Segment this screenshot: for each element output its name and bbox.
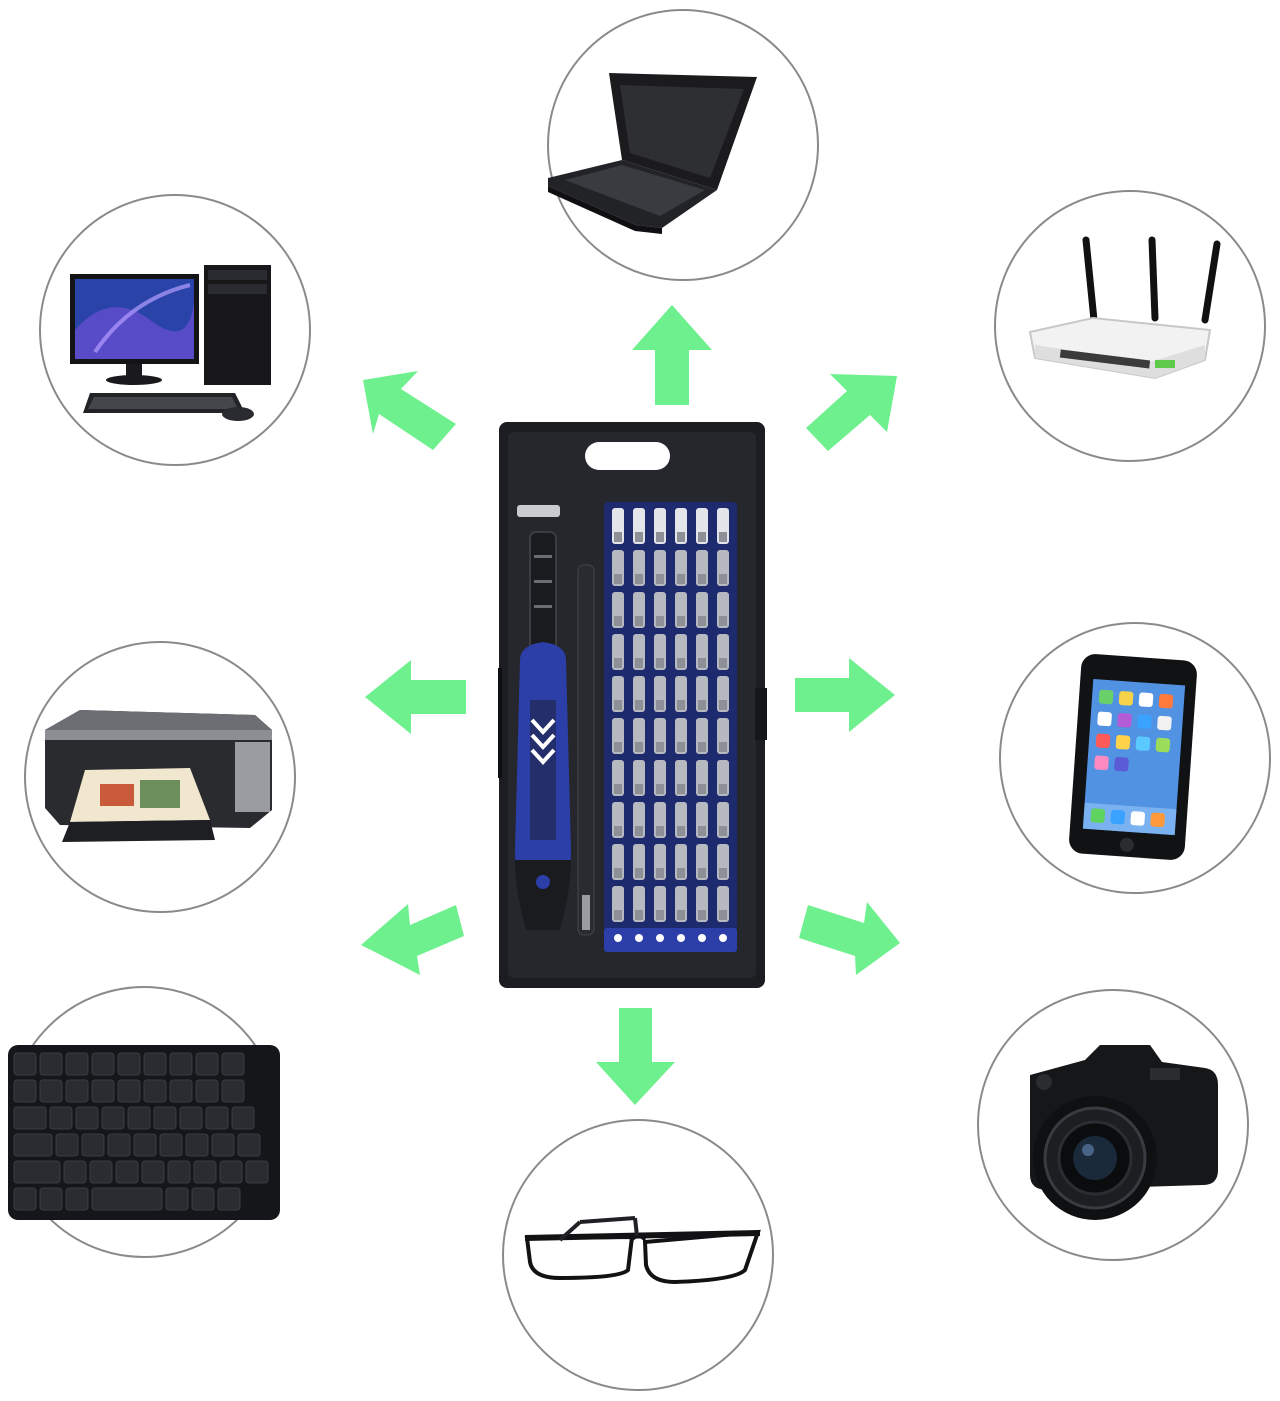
keyboard-key bbox=[143, 1079, 167, 1103]
smartphone-device bbox=[999, 622, 1271, 894]
arrow-right bbox=[795, 658, 895, 732]
keyboard-key bbox=[165, 1187, 189, 1211]
keyboard-key bbox=[217, 1187, 241, 1211]
screwdriver bbox=[515, 531, 571, 930]
keyboard-device bbox=[8, 986, 280, 1258]
smartphone-icon bbox=[1069, 654, 1197, 860]
keyboard-key bbox=[91, 1187, 163, 1211]
arrow-up-right bbox=[806, 374, 897, 451]
keyboard-key bbox=[141, 1160, 165, 1184]
bit-size-marker bbox=[698, 934, 706, 942]
router-device bbox=[994, 190, 1266, 462]
keyboard-key bbox=[117, 1079, 141, 1103]
keyboard-key bbox=[13, 1079, 37, 1103]
eyeglasses-icon bbox=[524, 1216, 761, 1285]
keyboard-key bbox=[13, 1133, 53, 1157]
keyboard-key bbox=[179, 1106, 203, 1130]
keyboard-key bbox=[169, 1052, 193, 1076]
keyboard-key bbox=[127, 1106, 151, 1130]
precision-screwdriver-kit bbox=[498, 422, 767, 988]
keyboard-key bbox=[169, 1079, 193, 1103]
desktop-computer-device bbox=[39, 194, 311, 466]
keyboard-key bbox=[237, 1133, 261, 1157]
keyboard-key bbox=[13, 1160, 61, 1184]
keyboard-key bbox=[153, 1106, 177, 1130]
keyboard-key bbox=[107, 1133, 131, 1157]
bit-label-strip bbox=[604, 928, 737, 952]
laptop-icon bbox=[548, 73, 757, 234]
keyboard-key bbox=[91, 1079, 115, 1103]
arrow-down-right bbox=[799, 902, 900, 975]
camera-device bbox=[977, 989, 1249, 1261]
keyboard-key bbox=[211, 1133, 235, 1157]
eyeglasses-device bbox=[502, 1119, 774, 1391]
bit-grid bbox=[604, 502, 737, 932]
keyboard-key bbox=[115, 1160, 139, 1184]
keyboard-key bbox=[219, 1160, 243, 1184]
keyboard-key bbox=[65, 1052, 89, 1076]
keyboard-key bbox=[89, 1160, 113, 1184]
laptop-device bbox=[547, 9, 819, 281]
keyboard-key bbox=[13, 1052, 37, 1076]
keyboard-key bbox=[39, 1187, 63, 1211]
keyboard-key bbox=[63, 1160, 87, 1184]
arrow-left bbox=[365, 660, 466, 734]
keyboard-key bbox=[55, 1133, 79, 1157]
extension-bar bbox=[577, 564, 595, 936]
keyboard-key bbox=[133, 1133, 157, 1157]
arrow-down bbox=[596, 1008, 675, 1105]
keyboard-key bbox=[193, 1160, 217, 1184]
arrow-up bbox=[632, 305, 712, 405]
desktop-computer-icon bbox=[70, 265, 271, 421]
keyboard-key bbox=[117, 1052, 141, 1076]
printer-device bbox=[24, 641, 296, 913]
bit-size-marker bbox=[719, 934, 727, 942]
bit-size-marker bbox=[656, 934, 664, 942]
keyboard-key bbox=[143, 1052, 167, 1076]
arrow-up-left bbox=[363, 371, 456, 450]
keyboard-key bbox=[195, 1079, 219, 1103]
keyboard-key bbox=[101, 1106, 125, 1130]
keyboard-key bbox=[159, 1133, 183, 1157]
keyboard-key bbox=[191, 1187, 215, 1211]
keyboard-key bbox=[39, 1052, 63, 1076]
keyboard-key bbox=[65, 1187, 89, 1211]
bit-size-marker bbox=[614, 934, 622, 942]
keyboard-key bbox=[81, 1133, 105, 1157]
keyboard-key bbox=[65, 1079, 89, 1103]
hang-hole bbox=[585, 442, 670, 470]
keyboard-key bbox=[13, 1187, 37, 1211]
bit-size-marker bbox=[635, 934, 643, 942]
keyboard-icon bbox=[8, 1045, 280, 1220]
keyboard-key bbox=[245, 1160, 269, 1184]
router-icon bbox=[1028, 236, 1221, 380]
bit-size-marker bbox=[677, 934, 685, 942]
keyboard-key bbox=[167, 1160, 191, 1184]
keyboard-key bbox=[49, 1106, 73, 1130]
keyboard-key bbox=[91, 1052, 115, 1076]
keyboard-key bbox=[39, 1079, 63, 1103]
keyboard-key bbox=[231, 1106, 255, 1130]
arrow-down-left bbox=[361, 904, 464, 975]
keyboard-key bbox=[75, 1106, 99, 1130]
keyboard-key bbox=[221, 1079, 245, 1103]
keyboard-key bbox=[185, 1133, 209, 1157]
camera-icon bbox=[1030, 1045, 1218, 1220]
keyboard-key bbox=[195, 1052, 219, 1076]
keyboard-key bbox=[13, 1106, 47, 1130]
keyboard-key bbox=[205, 1106, 229, 1130]
keyboard-key bbox=[221, 1052, 245, 1076]
printer-icon bbox=[45, 710, 272, 842]
